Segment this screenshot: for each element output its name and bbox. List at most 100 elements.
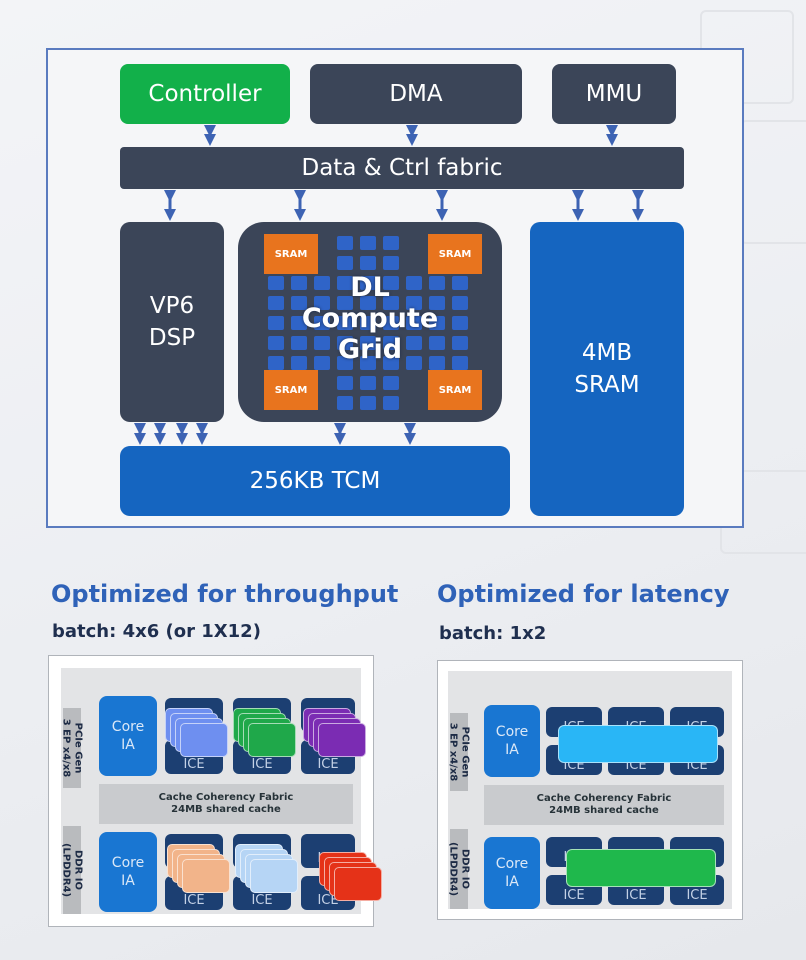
- compute-cell: [337, 396, 353, 410]
- batch-input-card: [180, 723, 228, 757]
- sram-4mb-block: 4MB SRAM: [530, 222, 684, 516]
- ice-architecture-diagram: Controller DMA MMU Data & Ctrl fabric VP…: [46, 48, 744, 528]
- dma-label: DMA: [389, 81, 443, 107]
- sram-tag-label: SRAM: [274, 248, 308, 260]
- compute-cell: [337, 336, 353, 350]
- core-label-line2: IA: [505, 742, 519, 758]
- compute-cell: [337, 256, 353, 270]
- compute-cell: [383, 356, 399, 370]
- core-label-line1: Core: [111, 854, 145, 871]
- compute-cell: [452, 276, 468, 290]
- batch-input-card: [318, 723, 366, 757]
- compute-cell: [406, 336, 422, 350]
- batch-input-card: [182, 859, 230, 893]
- pcie-label: PCIe Gen 3 EP x4/x8: [448, 713, 471, 791]
- compute-cell: [452, 336, 468, 350]
- compute-cell: [360, 396, 376, 410]
- core-label-line2: IA: [505, 874, 519, 890]
- compute-cell: [383, 336, 399, 350]
- controller-block: Controller: [120, 64, 290, 124]
- ice-label: ICE: [317, 893, 339, 908]
- compute-cell: [429, 296, 445, 310]
- ice-label: ICE: [563, 888, 585, 903]
- compute-cell: [360, 256, 376, 270]
- compute-cell: [291, 356, 307, 370]
- compute-cell: [268, 296, 284, 310]
- ice-label: ICE: [183, 893, 205, 908]
- pcie-text: PCIe Gen 3 EP x4/x8: [61, 718, 84, 778]
- compute-cell: [360, 236, 376, 250]
- compute-cell: [337, 356, 353, 370]
- compute-cell: [268, 356, 284, 370]
- mmu-block: MMU: [552, 64, 676, 124]
- background-decoration: [740, 120, 806, 244]
- compute-cell: [268, 316, 284, 330]
- ccf-line2: 24MB shared cache: [549, 805, 659, 816]
- compute-cell: [360, 316, 376, 330]
- ccf-line1: Cache Coherency Fabric: [158, 791, 294, 803]
- compute-cell: [383, 316, 399, 330]
- compute-cell: [291, 316, 307, 330]
- compute-cell: [360, 336, 376, 350]
- sram-tag-label: SRAM: [438, 384, 472, 396]
- ice-label: ICE: [251, 893, 273, 908]
- vp6-dsp-block: VP6 DSP: [120, 222, 224, 422]
- pcie-text: PCIe Gen 3 EP x4/x8: [448, 722, 471, 782]
- dma-block: DMA: [310, 64, 522, 124]
- compute-cell: [360, 296, 376, 310]
- ccf-line1: Cache Coherency Fabric: [536, 792, 672, 804]
- grid-sram-tag: SRAM: [264, 370, 318, 410]
- ddr-label: DDR IO (LPDDR4): [448, 829, 471, 909]
- throughput-chip-diagram: PCIe Gen 3 EP x4/x8 DDR IO (LPDDR4) Core…: [48, 655, 382, 927]
- grid-sram-tag: SRAM: [264, 234, 318, 274]
- ddr-label: DDR IO (LPDDR4): [61, 826, 84, 914]
- mmu-label: MMU: [585, 81, 643, 107]
- compute-cell: [268, 336, 284, 350]
- dl-compute-grid: SRAM SRAM SRAM SRAM DL Compute Grid: [238, 222, 502, 422]
- compute-cell: [383, 296, 399, 310]
- batch-input-bar: [566, 849, 716, 887]
- compute-cell: [360, 276, 376, 290]
- compute-cell: [314, 356, 330, 370]
- ice-label: ICE: [317, 757, 339, 772]
- compute-cell: [314, 316, 330, 330]
- compute-cell: [383, 256, 399, 270]
- latency-batch: batch: 1x2: [439, 623, 547, 644]
- core-label-line1: Core: [495, 855, 529, 872]
- dl-label: DL Compute Grid: [238, 272, 502, 365]
- fabric-arrows: [134, 125, 644, 445]
- ddr-text: DDR IO (LPDDR4): [61, 842, 84, 898]
- compute-cell: [429, 276, 445, 290]
- compute-cell: [452, 356, 468, 370]
- compute-cell: [291, 296, 307, 310]
- dl-label-line3: Grid: [337, 334, 403, 366]
- sram-tag-label: SRAM: [438, 248, 472, 260]
- compute-cell: [406, 316, 422, 330]
- core-label-line2: IA: [121, 737, 135, 753]
- compute-cell: [314, 276, 330, 290]
- pcie-label: PCIe Gen 3 EP x4/x8: [61, 708, 84, 788]
- compute-cell: [360, 376, 376, 390]
- ddr-text: DDR IO (LPDDR4): [448, 841, 471, 897]
- dl-label-line2: Compute: [301, 303, 439, 335]
- compute-cell: [314, 296, 330, 310]
- compute-cell: [406, 296, 422, 310]
- compute-cell: [337, 316, 353, 330]
- compute-cell: [383, 396, 399, 410]
- ice-label: ICE: [625, 888, 647, 903]
- ice-label: ICE: [251, 757, 273, 772]
- batch-input-card: [334, 867, 382, 901]
- compute-cell: [429, 316, 445, 330]
- sram-tag-label: SRAM: [274, 384, 308, 396]
- compute-cell: [452, 316, 468, 330]
- batch-input-card: [248, 723, 296, 757]
- sram4mb-label-line1: 4MB: [581, 339, 633, 366]
- tcm-label: 256KB TCM: [249, 468, 381, 494]
- compute-cell: [337, 376, 353, 390]
- sram4mb-label-line2: SRAM: [574, 372, 640, 398]
